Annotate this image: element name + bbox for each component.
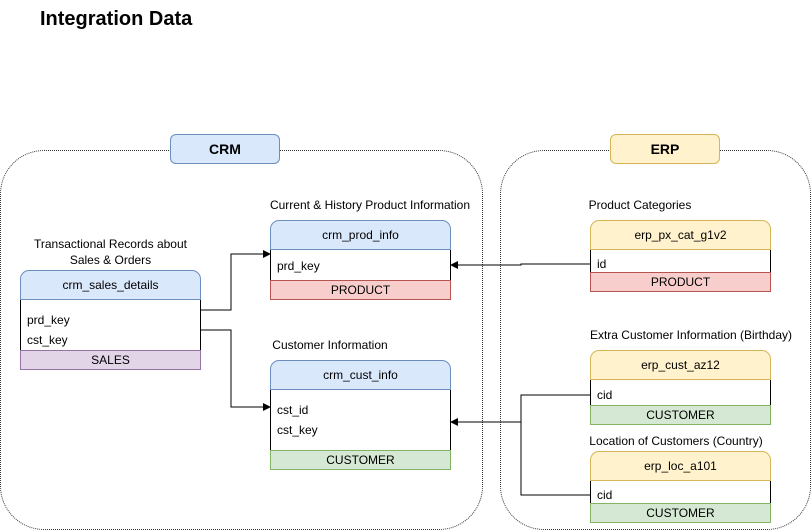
erp-group-label: ERP (610, 134, 720, 164)
field-cid: cid (597, 388, 613, 402)
table-body: cid (590, 481, 771, 503)
table-body: cst_id cst_key (270, 390, 451, 450)
table-tag: CUSTOMER (270, 450, 451, 470)
crm-group-label: CRM (170, 134, 280, 164)
caption-cust-az12: Extra Customer Information (Birthday) (589, 328, 793, 342)
table-erp-cust-az12[interactable]: erp_cust_az12 cid CUSTOMER (590, 350, 771, 425)
caption-sales: Transactional Records about Sales & Orde… (34, 237, 187, 267)
field-cst-key: cst_key (27, 333, 68, 347)
table-body: prd_key cst_key (20, 300, 201, 350)
field-cst-id: cst_id (277, 403, 309, 417)
table-tag: CUSTOMER (590, 503, 771, 523)
table-header: crm_sales_details (20, 270, 201, 300)
field-prd-key: prd_key (277, 259, 320, 273)
table-body: prd_key (270, 250, 451, 280)
connector-az12-cust (450, 394, 590, 426)
caption-px-cat: Product Categories (588, 198, 692, 212)
table-header: erp_cust_az12 (590, 350, 771, 380)
table-tag: SALES (20, 350, 201, 370)
table-crm-sales-details[interactable]: crm_sales_details prd_key cst_key SALES (20, 270, 201, 370)
connector-pxcat-prod (450, 261, 590, 269)
table-header: erp_loc_a101 (590, 451, 771, 481)
field-prd-key: prd_key (27, 313, 70, 327)
table-tag: CUSTOMER (590, 405, 771, 425)
table-crm-prod-info[interactable]: crm_prod_info prd_key PRODUCT (270, 220, 451, 300)
field-id: id (597, 257, 607, 271)
field-cid: cid (597, 488, 613, 502)
table-header: erp_px_cat_g1v2 (590, 220, 771, 250)
field-cst-key: cst_key (277, 423, 318, 437)
connector-loc-cust (520, 422, 590, 496)
table-tag: PRODUCT (270, 280, 451, 300)
table-header: crm_cust_info (270, 360, 451, 390)
caption-cust: Customer Information (272, 338, 388, 352)
page-title: Integration Data (40, 8, 193, 30)
table-body: cid (590, 380, 771, 405)
table-erp-loc-a101[interactable]: erp_loc_a101 cid CUSTOMER (590, 451, 771, 523)
connector-sales-cust (201, 329, 271, 411)
caption-prod: Current & History Product Information (269, 198, 471, 212)
connector-sales-prod (201, 250, 271, 311)
table-body: id (590, 250, 771, 272)
table-erp-px-cat-g1v2[interactable]: erp_px_cat_g1v2 id PRODUCT (590, 220, 771, 292)
caption-loc: Location of Customers (Country) (589, 434, 763, 448)
table-crm-cust-info[interactable]: crm_cust_info cst_id cst_key CUSTOMER (270, 360, 451, 470)
table-header: crm_prod_info (270, 220, 451, 250)
table-tag: PRODUCT (590, 272, 771, 292)
